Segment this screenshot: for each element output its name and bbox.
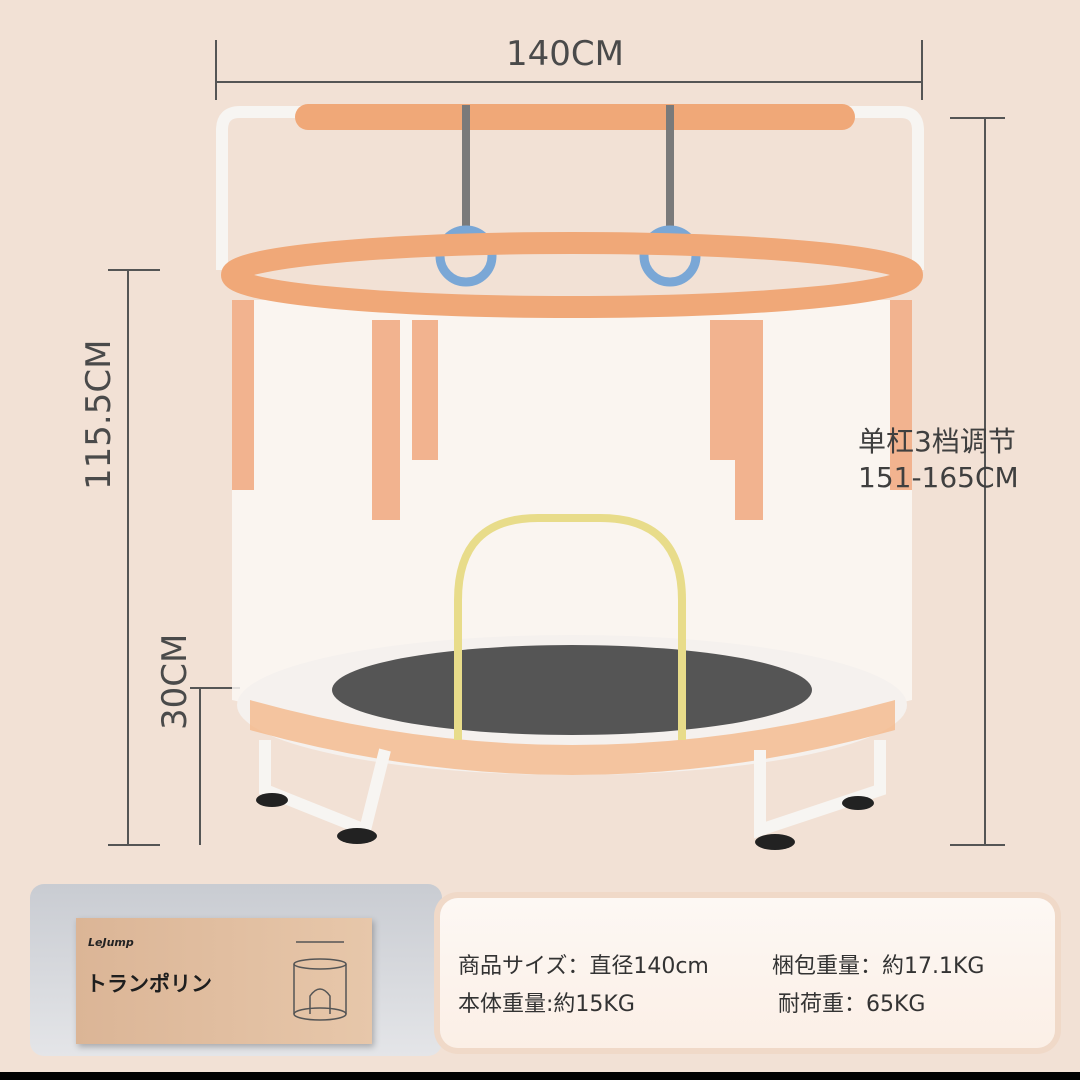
- spec-body-weight: 本体重量:約15KG: [458, 992, 635, 1017]
- bar-adjust-range: 151-165CM: [858, 461, 1019, 494]
- carton-box: LeJump トランポリン: [76, 918, 372, 1044]
- width-label: 140CM: [506, 34, 624, 74]
- handle-bar-foam: [295, 104, 855, 130]
- package-image: LeJump トランポリン: [30, 884, 442, 1056]
- height-label: 115.5CM: [79, 339, 119, 490]
- trampoline-illustration: [108, 40, 1005, 850]
- door-arch: [454, 514, 686, 740]
- spec-load-capacity: 耐荷重：65KG: [778, 992, 926, 1017]
- trampoline-sketch-icon: [293, 941, 347, 1021]
- jumping-mat: [332, 645, 812, 735]
- bottom-border: [0, 1072, 1080, 1080]
- top-ring: [221, 232, 923, 318]
- brand-logo: LeJump: [88, 936, 134, 949]
- dimension-lines: [108, 40, 1005, 846]
- spec-package-weight: 梱包重量：約17.1KG: [772, 954, 985, 979]
- bar-adjust-note: 单杠3档调节 151-165CM: [858, 424, 1019, 496]
- carton-title: トランポリン: [86, 972, 212, 996]
- bar-adjust-title: 单杠3档调节: [858, 425, 1016, 458]
- spec-card: 商品サイズ：直径140cm 梱包重量：約17.1KG 本体重量:約15KG 耐荷…: [440, 898, 1055, 1048]
- base-height-label: 30CM: [155, 633, 195, 730]
- spec-size: 商品サイズ：直径140cm: [458, 954, 709, 979]
